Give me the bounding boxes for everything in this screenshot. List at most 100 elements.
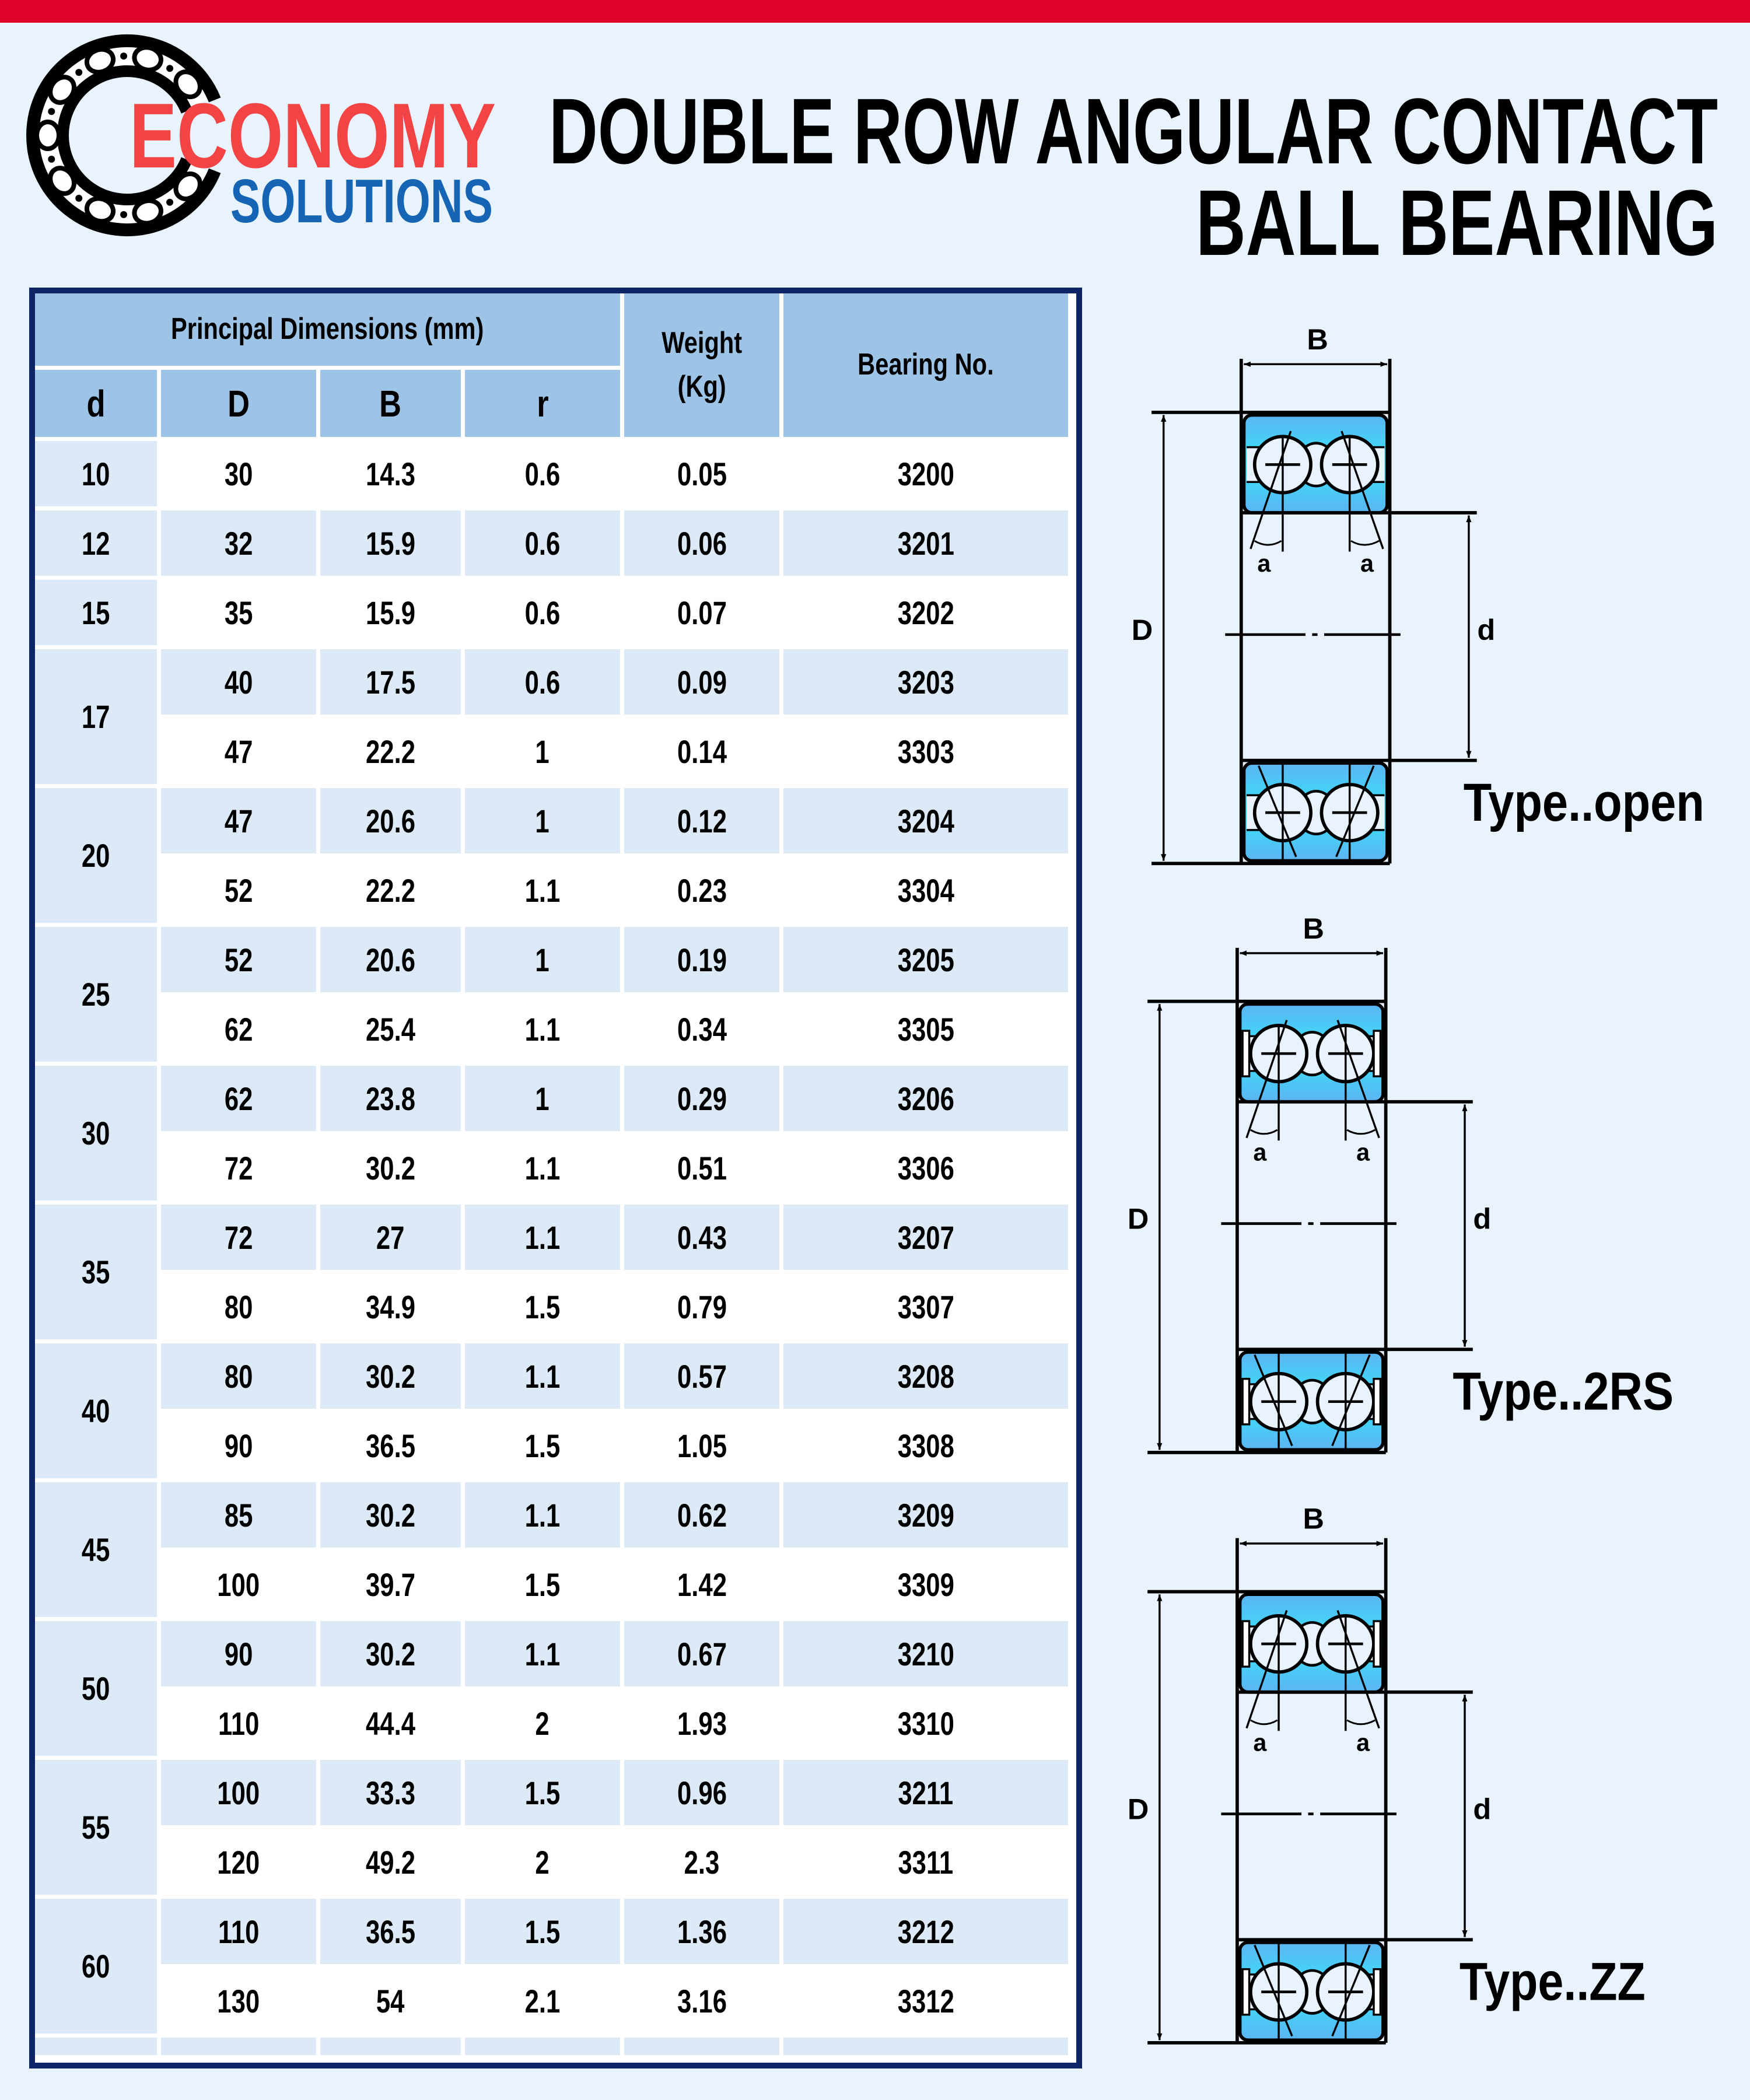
cell-width: 20.6 — [320, 788, 461, 853]
cell-width: 49.2 — [320, 1829, 461, 1895]
cell-empty — [320, 2038, 461, 2055]
shield — [1373, 1620, 1382, 1668]
cell-outer-diameter: 52 — [161, 858, 316, 923]
angle-arc — [1346, 1129, 1376, 1135]
cell-weight: 0.79 — [624, 1274, 779, 1339]
col-header-r: r — [465, 370, 620, 437]
cell-outer-diameter: 85 — [161, 1482, 316, 1548]
dimension-label-d: d — [1473, 1793, 1491, 1826]
cell-bearing-no: 3206 — [783, 1066, 1068, 1131]
page-title-line2: BALL BEARING — [1196, 170, 1718, 275]
logo-solutions: SOLUTIONS — [230, 167, 493, 236]
cell-empty — [161, 2038, 316, 2055]
cell-outer-diameter: 35 — [161, 580, 316, 645]
cell-radius: 1.5 — [465, 1274, 620, 1339]
cell-outer-diameter: 80 — [161, 1274, 316, 1339]
cell-bearing-no: 3311 — [783, 1829, 1068, 1895]
cell-width: 30.2 — [320, 1135, 461, 1200]
seal — [1373, 1030, 1382, 1077]
type-label: Type..open — [1464, 773, 1704, 832]
cell-d: 20 — [35, 788, 157, 923]
angle-arc — [1250, 1129, 1278, 1135]
dimension-label-D: D — [1128, 1202, 1149, 1236]
cell-bearing-no: 3309 — [783, 1552, 1068, 1617]
cell-d: 10 — [35, 441, 157, 506]
cell-width: 36.5 — [320, 1413, 461, 1478]
cell-width: 34.9 — [320, 1274, 461, 1339]
diagram-line — [1331, 1944, 1371, 2037]
cell-weight: 1.42 — [624, 1552, 779, 1617]
cell-bearing-no: 3205 — [783, 927, 1068, 992]
cell-outer-diameter: 90 — [161, 1621, 316, 1686]
cell-bearing-no: 3310 — [783, 1690, 1068, 1756]
cell-bearing-no: 3312 — [783, 1968, 1068, 2034]
diagram-line — [1245, 1610, 1288, 1729]
cell-outer-diameter: 62 — [161, 996, 316, 1062]
cell-outer-diameter: 80 — [161, 1343, 316, 1409]
cell-width: 54 — [320, 1968, 461, 2034]
cell-outer-diameter: 72 — [161, 1205, 316, 1270]
diagram-line — [1250, 430, 1292, 550]
cell-weight: 1.93 — [624, 1690, 779, 1756]
cell-bearing-no: 3304 — [783, 858, 1068, 923]
top-red-bar — [0, 0, 1750, 23]
dimension-label-B: B — [1307, 323, 1328, 356]
cell-outer-diameter: 62 — [161, 1066, 316, 1131]
angle-arc — [1254, 540, 1282, 546]
diagram-line — [1336, 1610, 1380, 1729]
contact-angle-label: a — [1360, 550, 1374, 577]
cell-weight: 3.16 — [624, 1968, 779, 2034]
cell-radius: 1.1 — [465, 1621, 620, 1686]
cell-outer-diameter: 110 — [161, 1690, 316, 1756]
cell-width: 30.2 — [320, 1621, 461, 1686]
cell-bearing-no: 3212 — [783, 1899, 1068, 1964]
cell-weight: 0.07 — [624, 580, 779, 645]
cell-weight: 0.34 — [624, 996, 779, 1062]
cell-width: 39.7 — [320, 1552, 461, 1617]
cell-d: 17 — [35, 649, 157, 784]
logo: ECONOMY SOLUTIONS — [26, 34, 496, 236]
cell-bearing-no: 3308 — [783, 1413, 1068, 1478]
cell-width: 33.3 — [320, 1760, 461, 1825]
cell-radius: 1 — [465, 719, 620, 784]
cell-d: 35 — [35, 1205, 157, 1339]
cell-empty — [624, 2038, 779, 2055]
weight-header: Weight(Kg) — [624, 293, 779, 437]
cell-outer-diameter: 100 — [161, 1760, 316, 1825]
cell-weight: 0.67 — [624, 1621, 779, 1686]
col-header-d: d — [35, 370, 157, 437]
bearing-no-header: Bearing No. — [783, 293, 1068, 437]
cell-d: 45 — [35, 1482, 157, 1617]
cell-radius: 0.6 — [465, 649, 620, 715]
type-label: Type..2RS — [1452, 1362, 1674, 1422]
cell-outer-diameter: 32 — [161, 510, 316, 576]
cell-radius: 1.1 — [465, 1343, 620, 1409]
cell-radius: 1.1 — [465, 858, 620, 923]
cell-weight: 0.96 — [624, 1760, 779, 1825]
cell-weight: 0.09 — [624, 649, 779, 715]
contact-angle-label: a — [1356, 1730, 1370, 1756]
contact-angle-label: a — [1356, 1139, 1370, 1166]
cell-width: 15.9 — [320, 510, 461, 576]
dimension-label-B: B — [1303, 1502, 1324, 1535]
cell-width: 22.2 — [320, 858, 461, 923]
seal — [1373, 1378, 1382, 1426]
cell-weight: 0.12 — [624, 788, 779, 853]
cell-radius: 1.5 — [465, 1552, 620, 1617]
angle-arc — [1346, 1719, 1376, 1726]
shield — [1241, 1620, 1251, 1668]
angle-arc — [1250, 1719, 1278, 1726]
cell-weight: 0.05 — [624, 441, 779, 506]
